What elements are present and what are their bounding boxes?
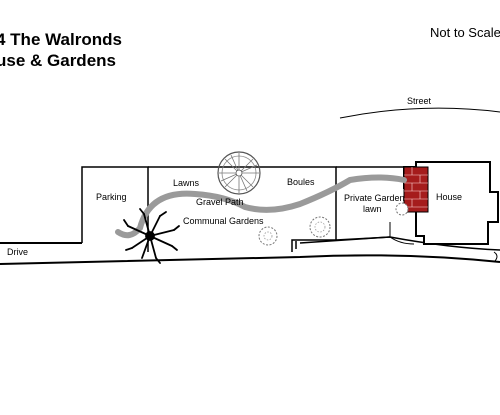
- drive-entry: [299, 236, 500, 251]
- street-curve: [339, 107, 500, 119]
- shrub-icon: [395, 202, 409, 216]
- house-brick-section: [403, 166, 429, 213]
- shrub-icon: [258, 226, 278, 246]
- lawns-label: Lawns: [173, 178, 200, 188]
- private-garden-lawn-label: lawn: [363, 204, 382, 214]
- shrub-icon: [309, 216, 331, 238]
- private-garden-inner: [389, 222, 415, 245]
- private-garden-outline: [335, 166, 404, 241]
- right-edge-gate: [493, 251, 498, 263]
- tree-large-icon: [217, 151, 261, 195]
- tree-dark-icon: [123, 208, 180, 264]
- map-title-line2: use & Gardens: [0, 51, 116, 70]
- brick-pattern: [404, 167, 428, 208]
- gravel-path-label: Gravel Path: [196, 197, 244, 207]
- communal-gardens-label: Communal Gardens: [183, 216, 264, 226]
- parking-area: [81, 166, 149, 252]
- house-label: House: [436, 192, 463, 202]
- parking-label: Parking: [96, 192, 127, 202]
- drive-road: [0, 242, 500, 265]
- boules-label: Boules: [287, 177, 315, 187]
- street-label: Street: [407, 96, 432, 106]
- gravel-path-line: [115, 174, 407, 239]
- map-title-line1: 4 The Walronds: [0, 30, 122, 49]
- scale-note: Not to Scale: [430, 25, 500, 40]
- drive-label: Drive: [7, 247, 29, 257]
- private-garden-label: Private Garden: [344, 193, 405, 203]
